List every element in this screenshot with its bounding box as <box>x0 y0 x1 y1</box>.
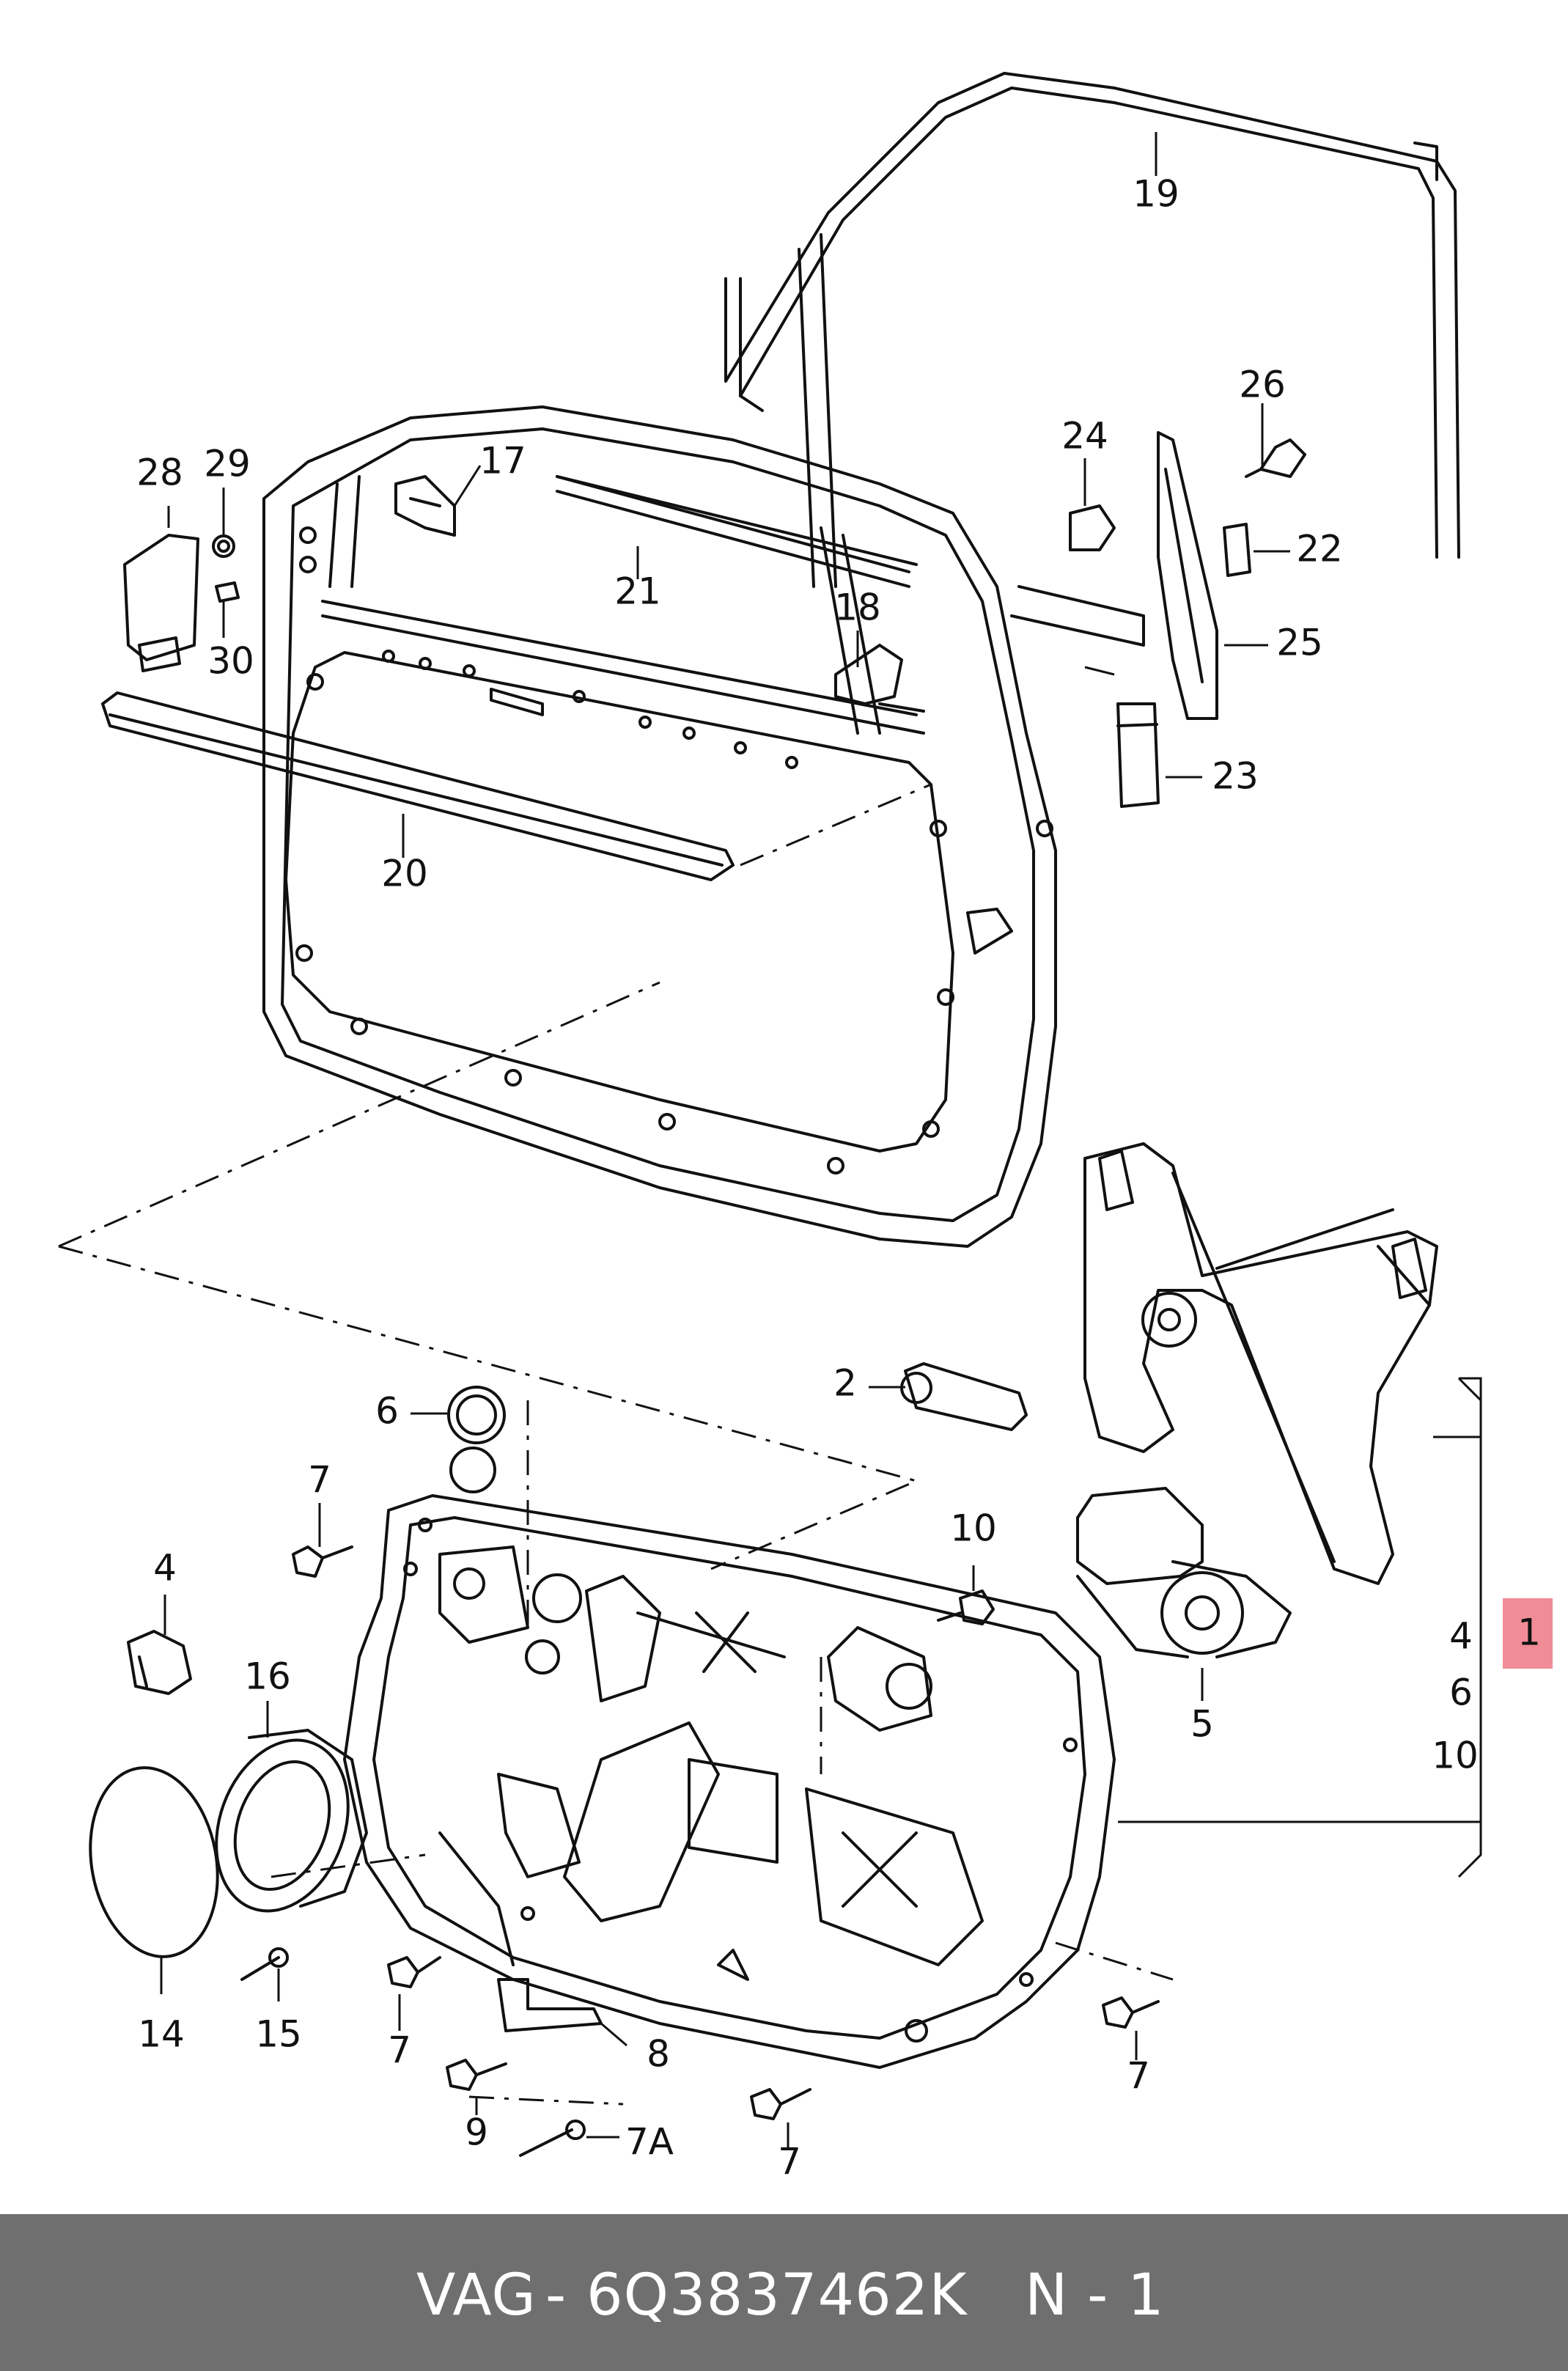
bolt-7-bottom <box>750 2088 811 2120</box>
window-motor <box>1076 1487 1292 1658</box>
callout-4: 4 <box>153 1547 177 1589</box>
bolt-7-lower-left <box>387 1956 441 1988</box>
callout-20: 20 <box>381 853 428 895</box>
callout-5: 5 <box>1190 1703 1214 1746</box>
screw-9 <box>446 2059 507 2091</box>
callout-1: 1 <box>1517 1611 1541 1654</box>
bolt-7-lower-right <box>1102 1996 1160 2029</box>
callout-8: 8 <box>647 2033 670 2076</box>
bolt-7-upper <box>292 1545 353 1578</box>
clip-22 <box>1223 523 1251 577</box>
assembly-guide-lines <box>58 783 1174 2106</box>
window-regulator <box>1083 1142 1438 1585</box>
callout-14: 14 <box>138 2013 185 2056</box>
callout-1-sub-10: 10 <box>1432 1735 1479 1777</box>
callout-18: 18 <box>834 587 881 629</box>
callout-7-bottom: 7 <box>778 2141 801 2183</box>
cap-23 <box>1116 702 1160 808</box>
footer-part-number: 6Q3837462K <box>586 2262 968 2328</box>
footer-page-ref: N - 1 <box>1025 2262 1165 2328</box>
callout-19: 19 <box>1133 173 1179 216</box>
callout-29: 29 <box>204 443 251 485</box>
outer-window-strip <box>101 691 735 881</box>
callout-6: 6 <box>375 1390 399 1433</box>
window-frame-seal <box>724 72 1460 588</box>
bracket-18 <box>834 644 925 713</box>
callout-9: 9 <box>465 2111 488 2154</box>
speaker-cover-14 <box>89 1766 219 1958</box>
callout-17: 17 <box>479 440 526 482</box>
callout-26: 26 <box>1239 364 1286 406</box>
callout-16: 16 <box>244 1655 291 1698</box>
bracket-8 <box>497 1978 603 2032</box>
callout-21: 21 <box>614 570 661 613</box>
callout-28: 28 <box>136 452 183 494</box>
end-cap-28 <box>123 534 199 672</box>
bracket-17 <box>394 475 456 537</box>
leader-lines <box>160 132 1523 2148</box>
connector-4 <box>127 1630 192 1695</box>
callouts: 19 26 24 22 25 23 28 29 17 21 18 30 20 2… <box>136 173 1541 2183</box>
nut-10 <box>937 1589 995 1625</box>
footer-separator: - <box>545 2262 567 2328</box>
footer-brand: VAG <box>416 2262 537 2328</box>
callout-highlight-box <box>1503 1598 1553 1669</box>
crank-handle <box>900 1362 1028 1431</box>
speaker-16 <box>215 1729 368 1913</box>
callout-24: 24 <box>1061 415 1108 457</box>
assembly-carrier <box>343 1494 1116 2069</box>
callout-1-sub-6: 6 <box>1449 1672 1473 1714</box>
rivet-15 <box>240 1947 289 1981</box>
inner-window-seal <box>556 475 918 566</box>
screw-26 <box>1245 438 1306 478</box>
clip-30 <box>215 581 240 603</box>
door-shell <box>262 405 1057 1248</box>
callout-23: 23 <box>1212 755 1259 798</box>
footer-bar <box>0 2214 1568 2371</box>
callout-7-left: 7 <box>388 2029 411 2072</box>
callout-2: 2 <box>833 1362 857 1405</box>
rivet-7A <box>519 2120 586 2157</box>
callout-30: 30 <box>207 640 254 683</box>
clip-29 <box>212 534 235 558</box>
parts-diagram: 19 26 24 22 25 23 28 29 17 21 18 30 20 2… <box>58 72 1553 2183</box>
callout-10: 10 <box>950 1507 997 1550</box>
window-guide-rail <box>1010 431 1218 720</box>
callout-15: 15 <box>255 2013 302 2056</box>
callout-22: 22 <box>1296 528 1343 570</box>
cover-cap-6 <box>447 1386 506 1493</box>
callout-7-right: 7 <box>1127 2055 1150 2098</box>
callout-1-sub-4: 4 <box>1449 1615 1473 1658</box>
callout-25: 25 <box>1276 622 1323 664</box>
callout-7A: 7A <box>625 2121 674 2164</box>
callout-7-upper: 7 <box>308 1459 331 1501</box>
